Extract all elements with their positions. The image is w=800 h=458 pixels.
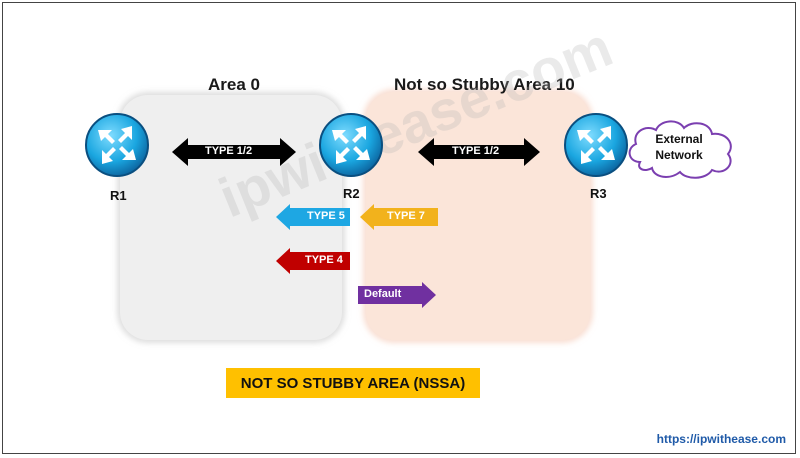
external-network-line2: Network (655, 148, 703, 162)
diagram-frame (2, 2, 796, 454)
type12-arrow-r2-r3 (418, 138, 540, 166)
area-10-title: Not so Stubby Area 10 (394, 75, 575, 94)
nssa-caption: NOT SO STUBBY AREA (NSSA) (226, 368, 480, 398)
default-label: Default (364, 288, 402, 300)
type4-arrow (276, 248, 350, 274)
external-network-line1: External (655, 132, 703, 146)
router-r2-label: R2 (343, 186, 360, 201)
type7-arrow (360, 204, 438, 230)
cloud-icon (628, 120, 732, 179)
type5-arrow (276, 204, 350, 230)
default-arrow (358, 282, 436, 308)
type12-label-r1-r2: TYPE 1/2 (205, 145, 253, 157)
type12-label-r2-r3: TYPE 1/2 (452, 145, 500, 157)
site-url[interactable]: https://ipwithease.com (656, 432, 786, 446)
router-r1-icon (85, 113, 149, 177)
router-r2-icon (319, 113, 383, 177)
type12-arrow-r1-r2 (172, 138, 296, 166)
type7-label: TYPE 7 (387, 210, 425, 222)
router-r3-icon (564, 113, 628, 177)
type4-label: TYPE 4 (305, 254, 343, 266)
router-r3-label: R3 (590, 186, 607, 201)
router-r1-label: R1 (110, 188, 127, 203)
type5-label: TYPE 5 (307, 210, 345, 222)
external-network-label: External Network (624, 131, 734, 163)
area-0-title: Area 0 (208, 75, 260, 94)
